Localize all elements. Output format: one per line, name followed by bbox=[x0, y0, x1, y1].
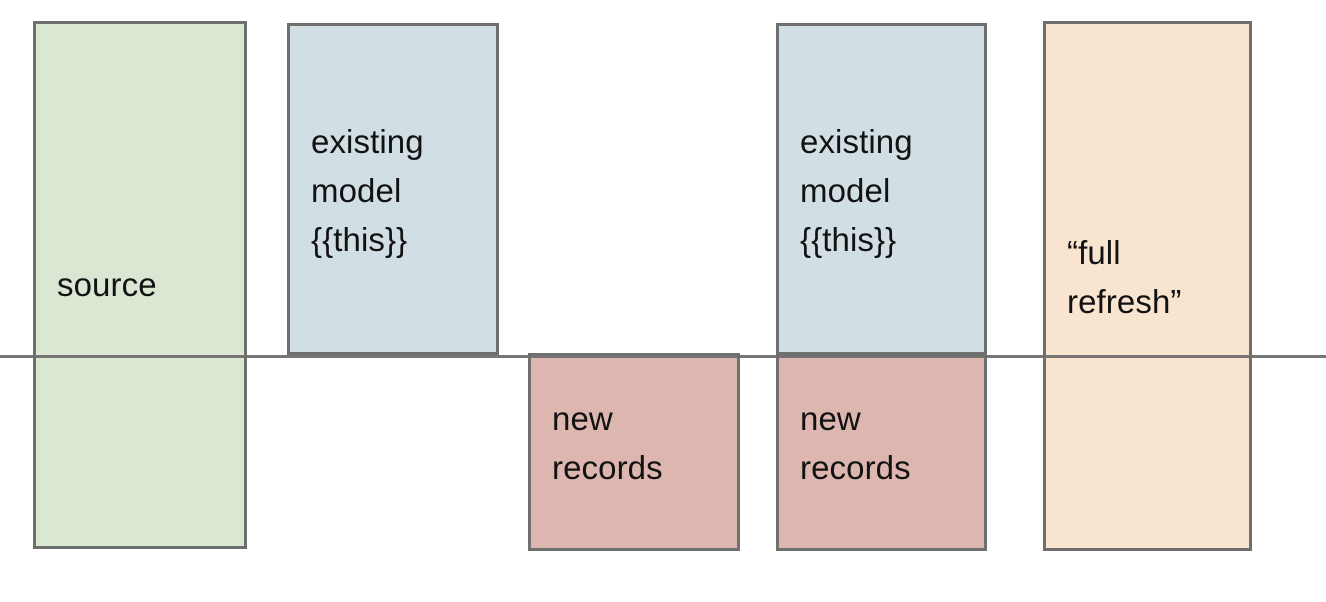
block-existing-model-2[interactable]: existing model {{this}} bbox=[776, 23, 987, 355]
block-source-label: source bbox=[57, 265, 157, 303]
block-full-refresh-label: “full refresh” bbox=[1067, 234, 1182, 320]
block-existing-model-2-label: existing model {{this}} bbox=[800, 123, 913, 258]
baseline-divider bbox=[0, 355, 1326, 358]
block-new-records-2-label: new records bbox=[800, 400, 911, 486]
block-new-records-1-label: new records bbox=[552, 400, 663, 486]
block-existing-model-1-label: existing model {{this}} bbox=[311, 123, 424, 258]
block-source[interactable]: source bbox=[33, 21, 247, 549]
block-new-records-2[interactable]: new records bbox=[776, 353, 987, 551]
block-new-records-1[interactable]: new records bbox=[528, 353, 740, 551]
block-existing-model-1[interactable]: existing model {{this}} bbox=[287, 23, 499, 355]
block-full-refresh[interactable]: “full refresh” bbox=[1043, 21, 1252, 551]
